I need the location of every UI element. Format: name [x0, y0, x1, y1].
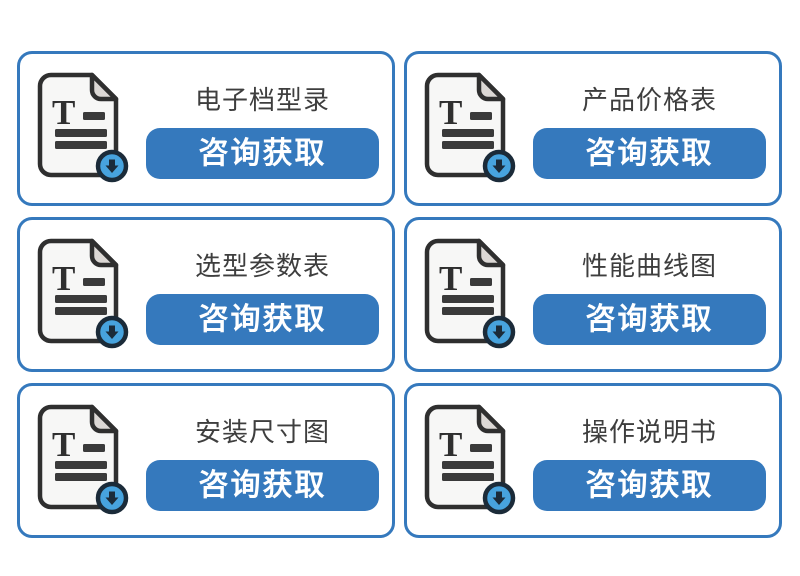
consult-button[interactable]: 咨询获取 [146, 459, 379, 511]
card-title: 操作说明书 [581, 416, 717, 447]
card-electronic-catalog: 电子档型录 咨询获取 [17, 51, 395, 206]
document-download-icon [424, 404, 520, 518]
document-download-icon [424, 72, 520, 186]
card-selection-parameters: 选型参数表 咨询获取 [17, 217, 395, 372]
document-download-icon [37, 238, 133, 352]
card-price-list: 产品价格表 咨询获取 [404, 51, 782, 206]
cards-grid: 电子档型录 咨询获取 产品价格表 咨询获取 选型参数表 咨询获取 [17, 51, 782, 538]
card-content: 电子档型录 咨询获取 [133, 79, 392, 179]
card-content: 操作说明书 咨询获取 [520, 411, 779, 511]
card-content: 安装尺寸图 咨询获取 [133, 411, 392, 511]
card-installation-dimensions: 安装尺寸图 咨询获取 [17, 383, 395, 538]
card-title: 选型参数表 [194, 250, 330, 281]
card-operation-manual: 操作说明书 咨询获取 [404, 383, 782, 538]
document-download-icon [37, 404, 133, 518]
consult-button[interactable]: 咨询获取 [146, 293, 379, 345]
card-performance-curve: 性能曲线图 咨询获取 [404, 217, 782, 372]
consult-button[interactable]: 咨询获取 [533, 127, 766, 179]
card-title: 电子档型录 [194, 84, 330, 115]
consult-button[interactable]: 咨询获取 [146, 127, 379, 179]
card-title: 性能曲线图 [581, 250, 717, 281]
card-content: 选型参数表 咨询获取 [133, 245, 392, 345]
card-content: 产品价格表 咨询获取 [520, 79, 779, 179]
document-download-icon [424, 238, 520, 352]
card-title: 产品价格表 [581, 84, 717, 115]
card-content: 性能曲线图 咨询获取 [520, 245, 779, 345]
card-title: 安装尺寸图 [194, 416, 330, 447]
document-download-icon [37, 72, 133, 186]
consult-button[interactable]: 咨询获取 [533, 293, 766, 345]
consult-button[interactable]: 咨询获取 [533, 459, 766, 511]
